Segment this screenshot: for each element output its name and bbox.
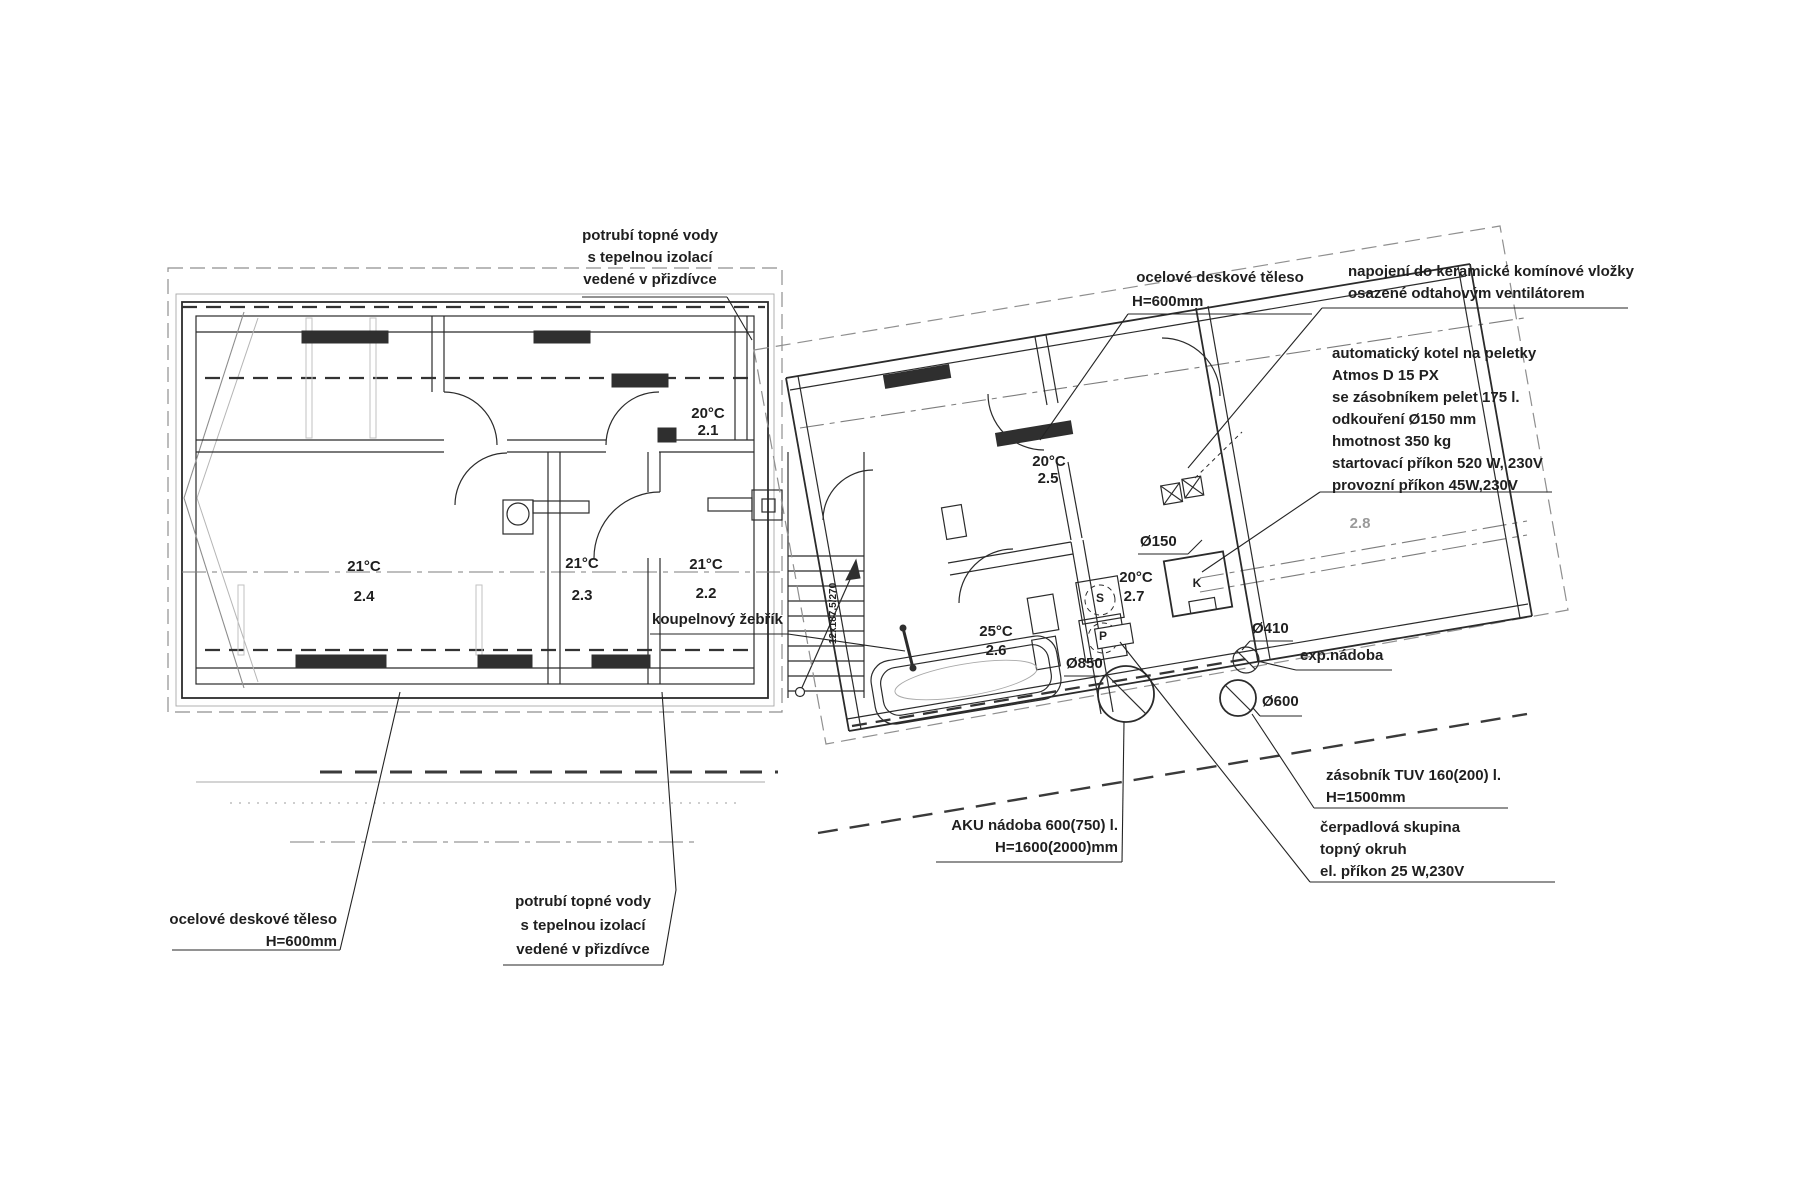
label-boiler-3: se zásobníkem pelet 175 l. — [1332, 389, 1520, 406]
room-2-5-id: 2.5 — [1037, 470, 1059, 487]
left-building-walls — [175, 293, 775, 707]
left-interior-walls — [196, 316, 754, 684]
label-aku-tank-1: AKU nádoba 600(750) l. — [951, 817, 1118, 834]
room-2-2-temp: 21°C — [689, 556, 723, 573]
left-roof-outline — [167, 267, 783, 843]
boiler-letter-k: K — [1192, 576, 1202, 590]
left-door-swings — [443, 391, 661, 559]
label-boiler-4: odkouření Ø150 mm — [1332, 411, 1477, 428]
label-tuv-diameter: Ø600 — [1262, 693, 1299, 710]
label-pump-group-1: čerpadlová skupina — [1320, 819, 1461, 836]
bathroom-ladder-radiator — [899, 624, 917, 672]
annotation-leaders — [172, 296, 1628, 966]
room-2-4-temp: 21°C — [347, 558, 381, 575]
label-boiler-7: provozní příkon 45W,230V — [1332, 477, 1518, 494]
leader-pipe-top — [582, 296, 753, 341]
leader-radiator-top — [1039, 313, 1312, 441]
right-heating-pipes — [851, 656, 1253, 728]
leader-pump-group — [1119, 641, 1555, 883]
aku-tank-circle — [1097, 665, 1155, 723]
sink-1 — [1026, 593, 1060, 635]
leader-exp-vessel — [1256, 660, 1392, 671]
leader-chimney — [1187, 307, 1628, 469]
leader-bath-ladder — [650, 633, 906, 652]
label-boiler-2: Atmos D 15 PX — [1332, 367, 1439, 384]
pellet-boiler-symbol — [1162, 550, 1234, 618]
radiator-room25b — [994, 420, 1074, 447]
leader-tuv-dia — [1252, 707, 1302, 717]
room-2-6-temp: 25°C — [979, 623, 1013, 640]
label-radiator-bottom-1: ocelové deskové těleso — [169, 911, 337, 928]
label-pump-group-2: topný okruh — [1320, 841, 1407, 858]
bathtub — [870, 635, 1062, 725]
leader-aku-tank — [936, 721, 1125, 863]
label-exp-vessel: exp.nádoba — [1300, 647, 1384, 664]
stair-note: 12x187,5/270 — [828, 582, 839, 644]
room-2-3-temp: 21°C — [565, 555, 599, 572]
room-2-8-id: 2.8 — [1349, 515, 1371, 532]
stair-direction-arrow — [845, 558, 861, 581]
leader-flue — [1138, 539, 1203, 555]
room-2-7-id: 2.7 — [1123, 588, 1145, 605]
label-bath-ladder: koupelnový žebřík — [652, 611, 783, 628]
sink-2 — [1030, 635, 1062, 671]
label-aku-tank-2: H=1600(2000)mm — [995, 839, 1118, 856]
label-pipe-top-2: s tepelnou izolací — [587, 249, 713, 266]
right-interior-walls — [947, 334, 1114, 715]
symbol-letter-s: S — [1095, 591, 1105, 605]
right-equipment — [870, 364, 1260, 725]
label-flue-diameter: Ø150 — [1140, 533, 1177, 550]
flue-line — [1194, 431, 1243, 479]
washbasin — [940, 503, 968, 541]
label-boiler-5: hmotnost 350 kg — [1332, 433, 1452, 450]
leader-radiator-bottom — [172, 691, 401, 951]
right-roof-outline — [753, 225, 1569, 835]
staircase — [787, 452, 865, 698]
label-radiator-top-2: H=600mm — [1132, 293, 1204, 310]
label-tuv-tank-1: zásobník TUV 160(200) l. — [1326, 767, 1502, 784]
label-pipe-top-3: vedené v přizdívce — [583, 271, 717, 288]
label-boiler-1: automatický kotel na peletky — [1332, 345, 1537, 362]
label-chimney-2: osazené odtahovým ventilátorem — [1348, 285, 1585, 302]
room-2-5-temp: 20°C — [1032, 453, 1066, 470]
room-2-4-id: 2.4 — [353, 588, 375, 605]
label-tuv-tank-2: H=1500mm — [1326, 789, 1406, 806]
left-gable-hips — [183, 311, 259, 689]
label-radiator-top-1: ocelové deskové těleso — [1136, 269, 1304, 286]
leader-exp-dia — [1241, 640, 1293, 651]
room-2-1-temp: 20°C — [691, 405, 725, 422]
label-exp-diameter: Ø410 — [1252, 620, 1289, 637]
room-2-2-id: 2.2 — [695, 585, 717, 602]
room-2-7-temp: 20°C — [1119, 569, 1153, 586]
label-chimney-1: napojení do keramické komínové vložky — [1348, 263, 1634, 280]
chimney — [1159, 475, 1205, 506]
leader-boiler — [1201, 491, 1552, 573]
room-2-3-id: 2.3 — [571, 587, 593, 604]
label-pump-group-3: el. příkon 25 W,230V — [1320, 863, 1465, 880]
left-radiators — [295, 330, 677, 669]
label-pipe-bottom-1: potrubí topné vody — [515, 893, 651, 910]
expansion-vessel-circle — [1232, 646, 1260, 674]
leader-tuv-tank — [1251, 713, 1508, 809]
label-aku-diameter: Ø850 — [1066, 655, 1103, 672]
label-pipe-bottom-2: s tepelnou izolací — [520, 917, 646, 934]
right-building-walls — [785, 263, 1533, 732]
label-pipe-top-1: potrubí topné vody — [582, 227, 718, 244]
tuv-tank-circle — [1219, 679, 1257, 717]
room-2-1-id: 2.1 — [697, 422, 719, 439]
label-radiator-bottom-2: H=600mm — [265, 933, 337, 950]
symbol-s-box — [1075, 575, 1125, 625]
label-pipe-bottom-3: vedené v přizdívce — [516, 941, 650, 958]
left-fixtures — [237, 317, 783, 656]
room-2-6-id: 2.6 — [985, 642, 1007, 659]
leader-pipe-bottom — [503, 691, 677, 966]
label-boiler-6: startovací příkon 520 W, 230V — [1332, 455, 1543, 472]
radiator-room25 — [882, 364, 952, 389]
left-heating-pipes — [182, 305, 765, 652]
pump-group-symbol — [1093, 622, 1135, 650]
symbol-letter-p: P — [1098, 629, 1108, 643]
